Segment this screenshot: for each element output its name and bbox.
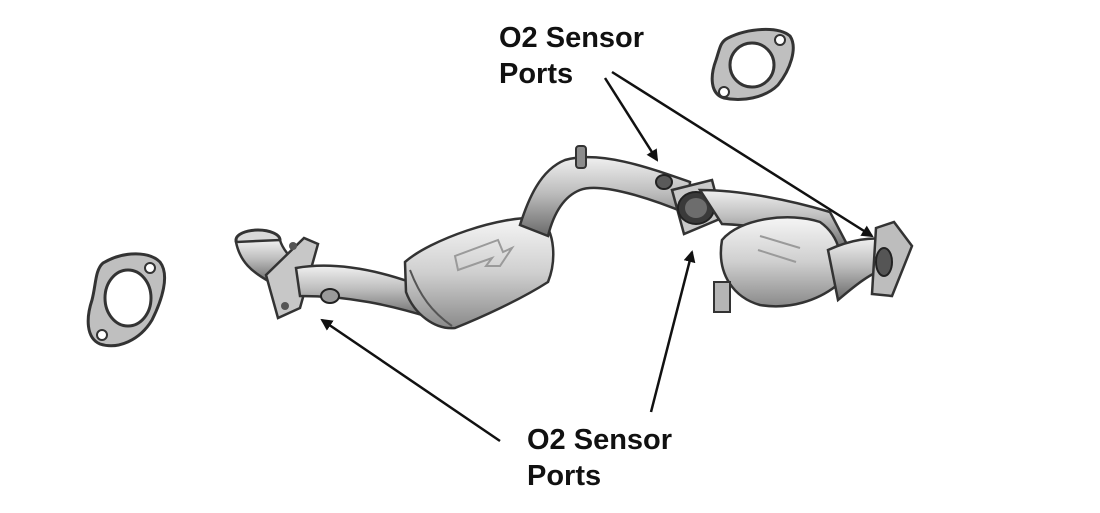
o2-sensor-ports-label-bottom: O2 Sensor Ports [527, 422, 672, 494]
label-top-line2: Ports [499, 58, 574, 90]
arrow-top-to-right-port [611, 70, 874, 238]
gasket-left [86, 252, 167, 348]
left-o2-sensor-boss [320, 288, 340, 304]
arrow-bottom-to-center-port [649, 250, 696, 413]
upper-bend-pipe [518, 155, 692, 238]
arrow-bottom-to-left-port [320, 318, 501, 443]
label-bottom-line1: O2 Sensor [527, 424, 673, 456]
label-bottom-line2: Ports [527, 460, 602, 492]
right-outlet-flange [870, 220, 914, 298]
pipe-clamp [575, 145, 587, 169]
catalytic-converter-left [403, 216, 555, 330]
label-top-line1: O2 Sensor [499, 22, 645, 54]
gasket-right [710, 27, 795, 101]
upper-o2-sensor-boss [655, 174, 673, 190]
arrow-top-to-upper-port [603, 77, 659, 162]
catalytic-converter-right [713, 216, 842, 313]
o2-sensor-ports-label-top: O2 Sensor Ports [499, 20, 644, 92]
